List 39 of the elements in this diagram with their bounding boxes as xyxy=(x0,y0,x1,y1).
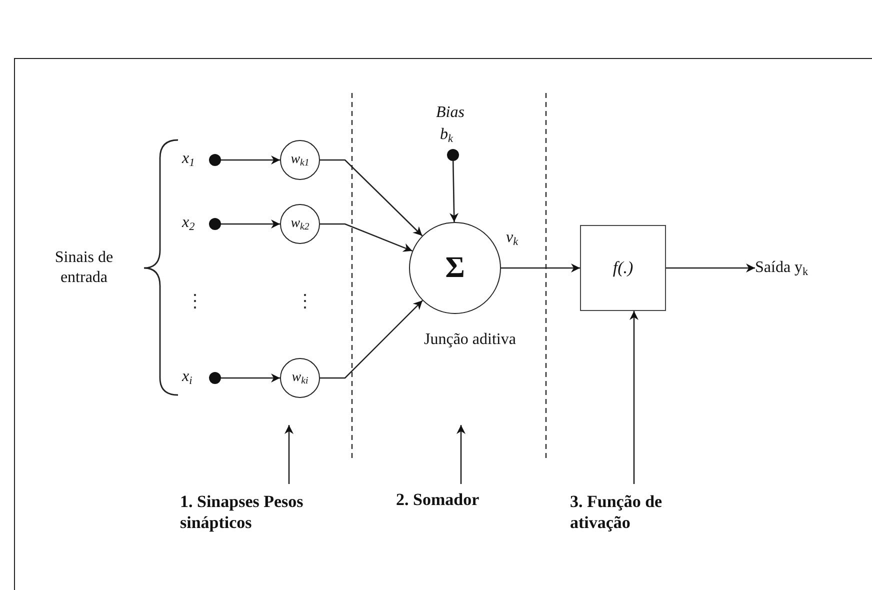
arrow xyxy=(320,300,423,379)
input-dot xyxy=(447,149,459,161)
side-label: x$_{i}$ xyxy=(182,367,192,388)
function-box xyxy=(580,225,666,311)
arrow xyxy=(221,374,280,382)
arrow xyxy=(221,156,280,164)
side-label: Junção aditiva xyxy=(424,330,516,350)
text-label: 1. Sinapses Pesos sinápticos xyxy=(180,490,304,534)
arrow xyxy=(456,425,466,484)
text-label: 2. Somador xyxy=(396,489,480,511)
node-label: Σ xyxy=(445,250,465,286)
arrow xyxy=(630,311,638,484)
side-label: Bias xyxy=(436,103,464,122)
arrow xyxy=(284,425,294,484)
side-label: b$_{k}$ xyxy=(440,125,453,146)
weight-circle xyxy=(280,204,320,244)
weight-circle xyxy=(280,358,320,398)
arrow xyxy=(320,159,423,236)
ellipsis-mark: ⋮ xyxy=(186,292,204,310)
weight-circle xyxy=(280,140,320,180)
side-label: x$_{2}$ xyxy=(182,213,195,234)
edge-label: v$_{k}$ xyxy=(506,228,518,250)
side-label: x$_{1}$ xyxy=(182,149,195,170)
text-label: Sinais de entrada xyxy=(54,248,114,288)
arrow xyxy=(666,264,755,272)
arrow xyxy=(320,223,413,252)
node-label: w$_{k2}$ xyxy=(290,214,310,234)
arrow xyxy=(501,264,580,272)
node-label: w$_{k1}$ xyxy=(290,150,310,170)
arrow xyxy=(221,220,280,228)
text-label: Saída y$_{k}$ xyxy=(755,258,808,278)
ellipsis-mark: ⋮ xyxy=(296,292,314,310)
input-dot xyxy=(209,218,221,230)
node-label: f(.) xyxy=(612,257,634,279)
input-dot xyxy=(209,154,221,166)
text-label: 3. Função de ativação xyxy=(570,490,664,534)
node-label: w$_{ki}$ xyxy=(292,368,308,388)
input-dot xyxy=(209,372,221,384)
arrow xyxy=(450,160,459,222)
